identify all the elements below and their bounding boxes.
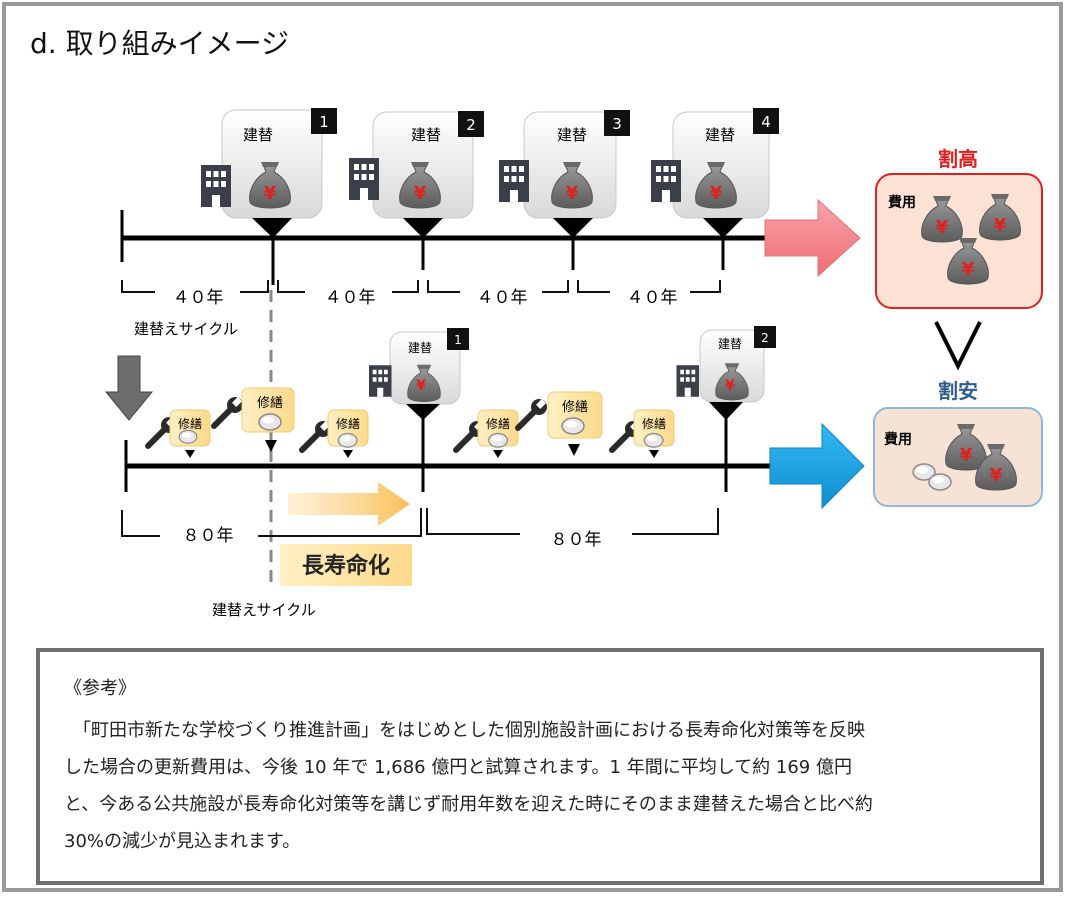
- cheap-label: 割安: [938, 379, 978, 403]
- svg-text:2: 2: [761, 331, 769, 345]
- lower-interval-2: ８０年: [551, 530, 602, 550]
- svg-text:¥: ¥: [962, 259, 975, 280]
- svg-text:建替: 建替: [243, 126, 273, 144]
- upper-replace-bubble-2: 建替 2 ¥: [372, 111, 484, 238]
- upper-interval-1: ４０年: [173, 288, 224, 308]
- repair-tag-6: 修繕: [612, 409, 675, 458]
- svg-text:建替: 建替: [705, 126, 735, 144]
- figure-frame: [2, 2, 1063, 892]
- upper-ticks: [271, 238, 725, 285]
- lower-interval-1: ８０年: [183, 526, 234, 546]
- repair-tag-5: 修繕: [518, 391, 603, 456]
- svg-text:1: 1: [319, 113, 329, 131]
- repair-tag-2: 修繕: [214, 387, 295, 452]
- svg-text:建替: 建替: [411, 126, 441, 144]
- building-icon: [499, 160, 529, 202]
- expensive-cost-box: 費用 ¥ ¥ ¥: [875, 173, 1043, 309]
- svg-text:¥: ¥: [416, 378, 426, 394]
- svg-text:¥: ¥: [264, 183, 277, 204]
- upper-replace-bubble-3: 建替 3 ¥: [523, 110, 630, 238]
- blue-arrow: [769, 422, 865, 510]
- repair-tag-1: 修繕: [148, 409, 211, 458]
- building-icon: [201, 165, 231, 207]
- svg-text:¥: ¥: [566, 183, 579, 204]
- extension-arrow: [288, 482, 410, 526]
- comparison-symbol: [934, 321, 982, 371]
- svg-text:2: 2: [466, 116, 476, 134]
- reference-note: 《参考》 「町田市新たな学校づくり推進計画」をはじめとした個別施設計画における長…: [36, 648, 1044, 885]
- repair-tag-3: 修繕: [302, 409, 369, 458]
- svg-text:¥: ¥: [414, 183, 427, 204]
- svg-text:修繕: 修繕: [562, 399, 588, 415]
- svg-text:費用: 費用: [888, 194, 916, 211]
- svg-text:修繕: 修繕: [642, 416, 666, 431]
- upper-interval-2: ４０年: [325, 288, 376, 308]
- building-icon: [676, 365, 699, 397]
- lower-replace-bubble-2: 建替 2 ¥: [699, 326, 776, 420]
- note-line: した場合の更新費用は、今後 10 年で 1,686 億円と試算されます。1 年間…: [64, 757, 852, 778]
- svg-text:建替: 建替: [557, 126, 587, 144]
- svg-text:修繕: 修繕: [336, 416, 360, 431]
- upper-interval-3: ４０年: [477, 288, 528, 308]
- cheap-cost-box: 費用 ¥ ¥: [873, 407, 1043, 507]
- svg-text:¥: ¥: [994, 215, 1007, 236]
- extension-label: 長寿命化: [302, 553, 390, 579]
- building-icon: [349, 158, 379, 200]
- building-icon: [651, 160, 681, 202]
- down-arrow: [104, 355, 154, 421]
- svg-text:修繕: 修繕: [486, 416, 510, 431]
- lower-interval-brackets: [121, 508, 719, 537]
- svg-text:¥: ¥: [725, 378, 735, 394]
- svg-text:費用: 費用: [884, 431, 912, 448]
- lifecycle-diagram: 建替 1 ¥ 建替 2 ¥ 建替 3 ¥ 建替 4 ¥: [104, 108, 1043, 619]
- note-heading: 《参考》: [64, 678, 136, 699]
- upper-cycle-label: 建替えサイクル: [134, 320, 238, 338]
- note-line: 「町田市新たな学校づくり推進計画」をはじめとした個別施設計画における長寿命化対策…: [64, 720, 865, 741]
- note-line: 30%の減少が見込まれます。: [64, 831, 301, 852]
- building-icon: [369, 365, 392, 397]
- svg-text:1: 1: [454, 333, 462, 347]
- svg-text:4: 4: [761, 113, 771, 131]
- expensive-label: 割高: [938, 147, 978, 171]
- upper-interval-4: ４０年: [627, 288, 678, 308]
- upper-interval-brackets: [121, 280, 721, 293]
- section-title: d. 取り組みイメージ: [30, 27, 290, 60]
- svg-text:¥: ¥: [710, 183, 723, 204]
- svg-text:¥: ¥: [936, 217, 949, 238]
- svg-text:建替: 建替: [718, 337, 742, 351]
- svg-text:修繕: 修繕: [257, 395, 283, 411]
- svg-text:建替: 建替: [408, 341, 432, 355]
- pink-arrow: [764, 198, 861, 278]
- svg-text:修繕: 修繕: [178, 416, 202, 431]
- repair-tag-4: 修繕: [456, 409, 519, 458]
- note-line: と、今ある公共施設が長寿命化対策等を講じず耐用年数を迎えた時にそのまま建替えた場…: [64, 794, 873, 815]
- lower-cycle-label: 建替えサイクル: [212, 601, 316, 619]
- extension-label-box: [280, 544, 412, 586]
- note-paragraph: 「町田市新たな学校づくり推進計画」をはじめとした個別施設計画における長寿命化対策…: [64, 712, 1024, 860]
- lower-replace-bubble-1: 建替 1 ¥: [389, 328, 469, 420]
- svg-text:¥: ¥: [990, 465, 1003, 486]
- upper-replace-bubble-4: 建替 4 ¥: [672, 108, 779, 238]
- svg-text:3: 3: [612, 115, 622, 133]
- lower-ticks: [421, 413, 728, 492]
- svg-text:¥: ¥: [960, 445, 973, 466]
- upper-replace-bubble-1: 建替 1 ¥: [221, 108, 337, 238]
